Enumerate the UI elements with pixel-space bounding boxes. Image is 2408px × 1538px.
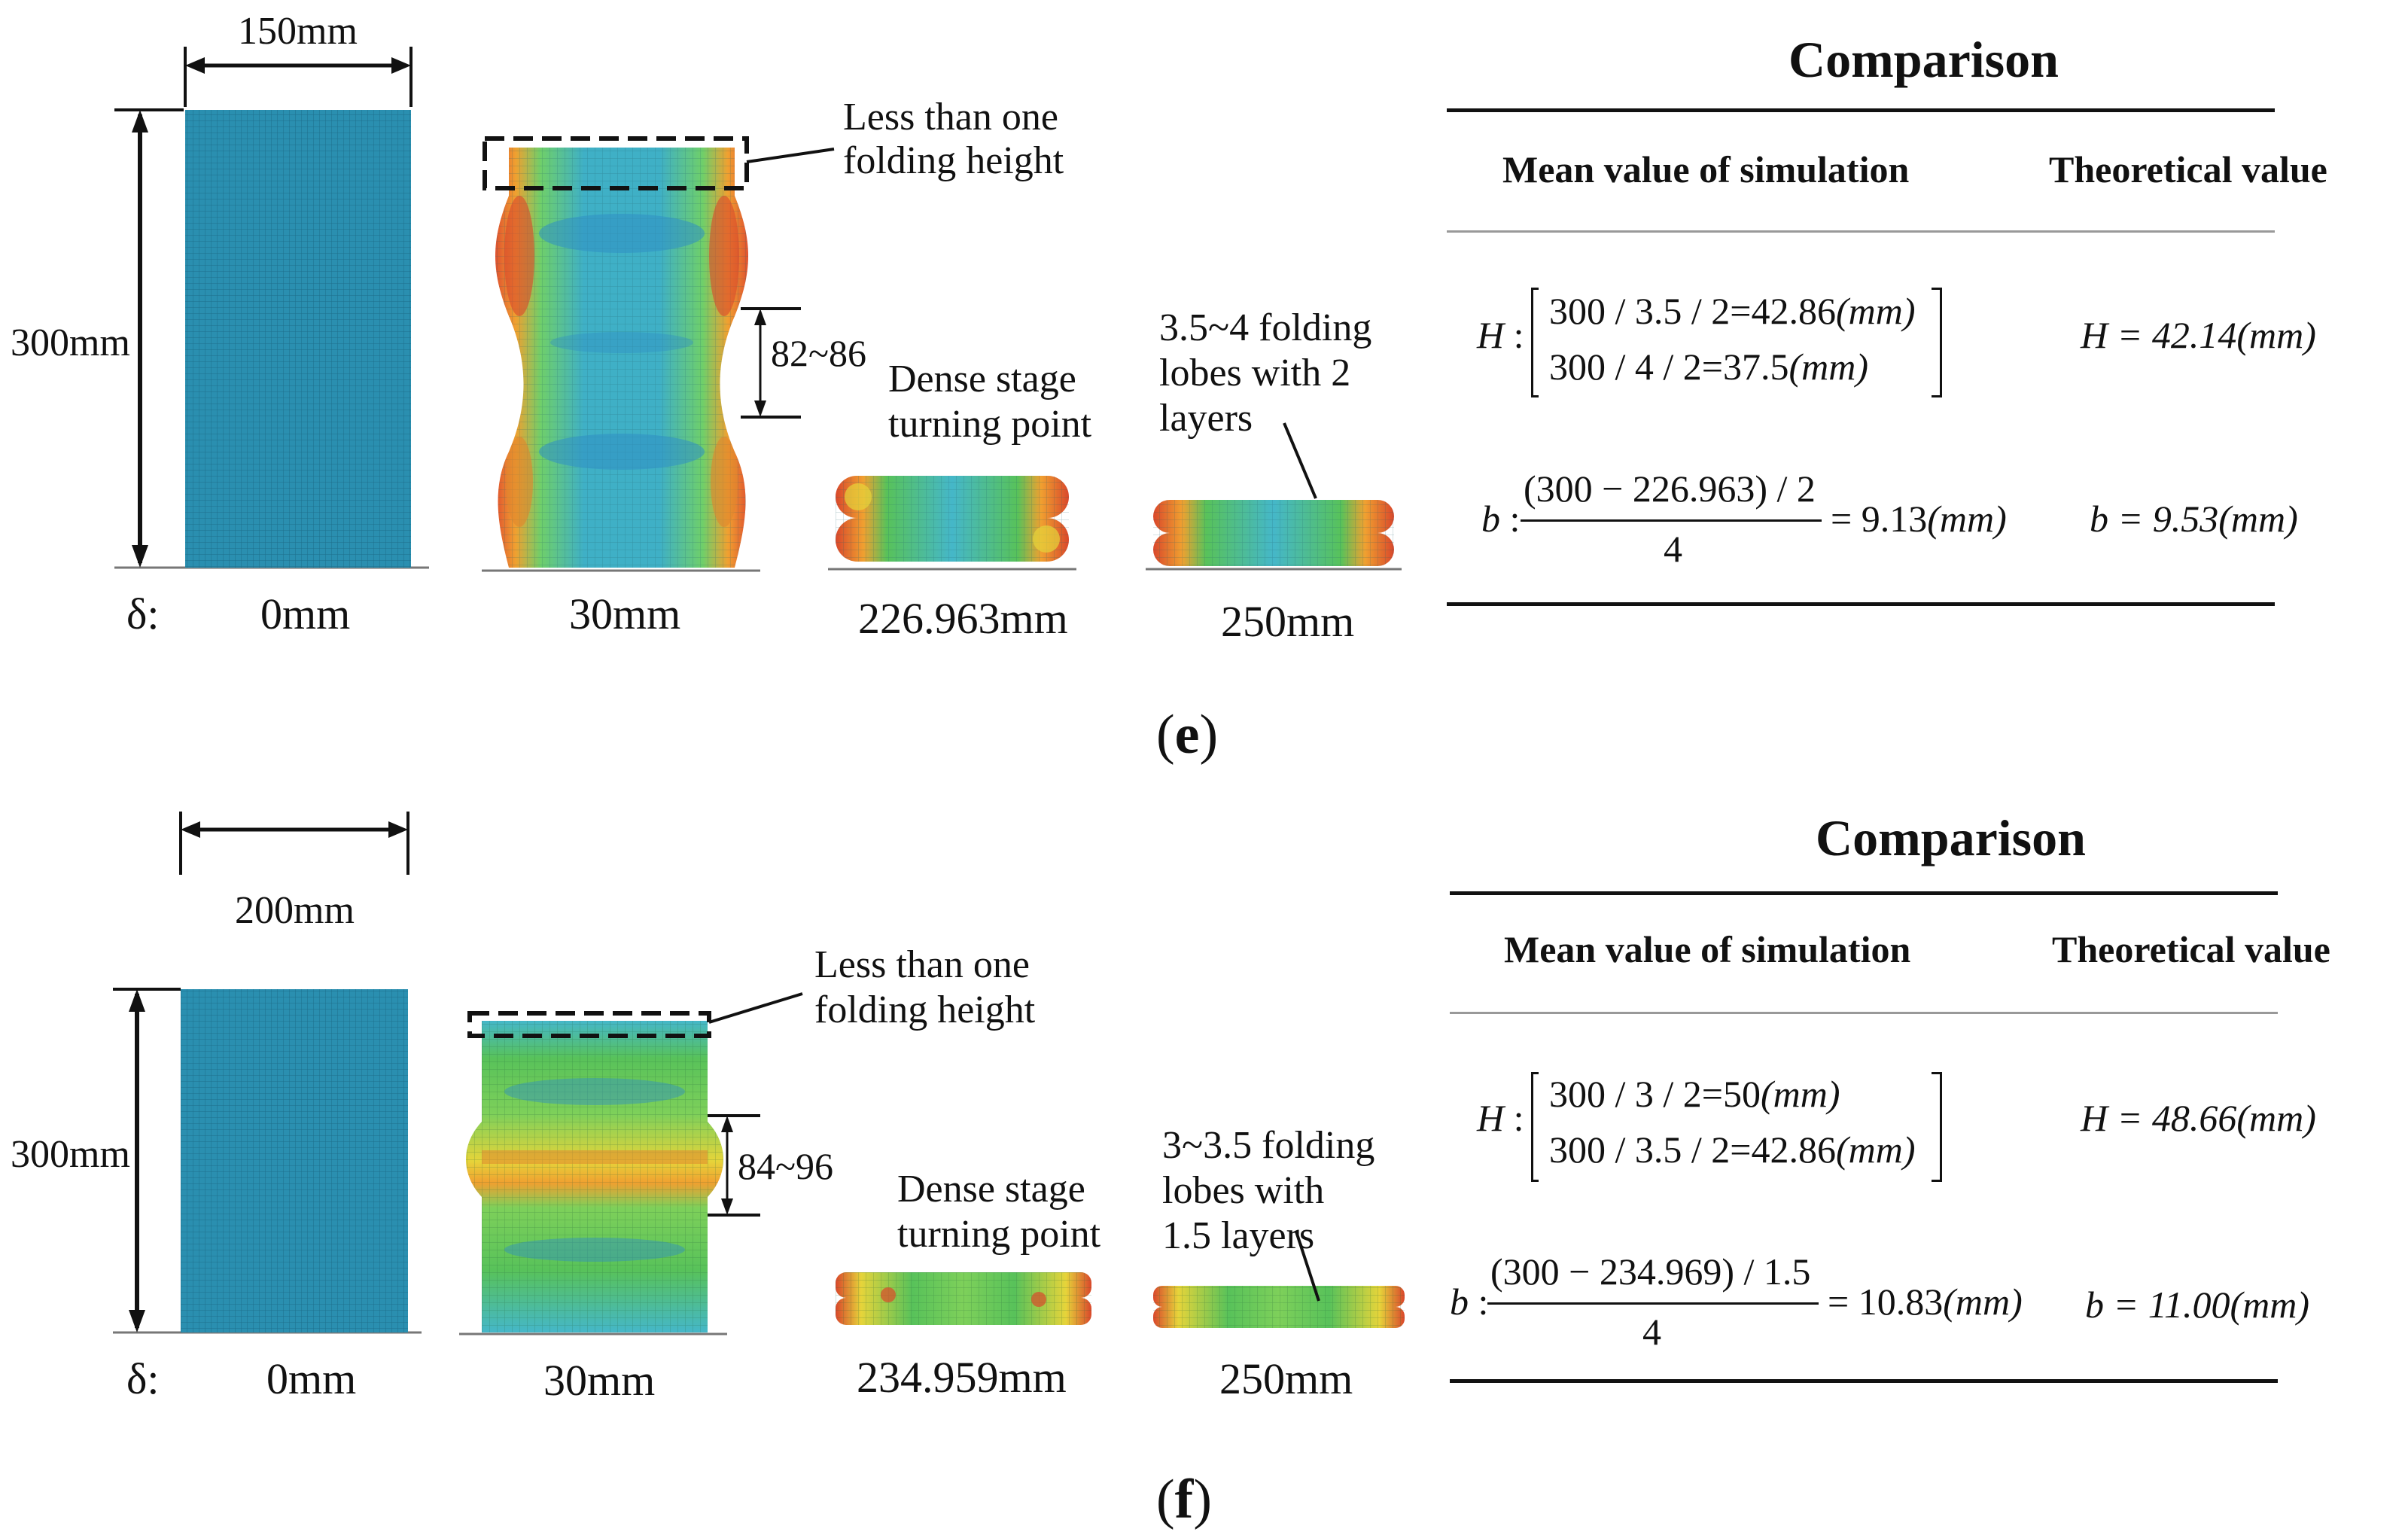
tube-stage-dense <box>828 476 1076 571</box>
stage-label-1: 30mm <box>543 1356 656 1405</box>
height-label: 300mm <box>11 321 130 364</box>
width-label: 150mm <box>238 10 358 53</box>
width-dimension <box>184 47 412 107</box>
fold-range-label: 82~86 <box>771 332 867 374</box>
b-numerator: (300 − 234.969) / 1.5 <box>1490 1250 1811 1293</box>
annotation-top-line2: folding height <box>843 139 1064 182</box>
fold-range-bracket <box>708 1114 760 1217</box>
tube-stage-250 <box>1146 422 1402 571</box>
col-header-simulation: Mean value of simulation <box>1502 148 1910 190</box>
h-formula: H : <box>1477 314 1524 356</box>
table-title: Comparison <box>1788 31 2059 88</box>
table-bottom-rule <box>1450 1379 2278 1383</box>
b-theoretical: b = 9.53(mm) <box>2090 498 2298 540</box>
b-formula: b : <box>1481 498 1521 540</box>
dashed-box-top <box>483 136 749 190</box>
delta-label: δ: <box>126 1354 160 1403</box>
lobes-label-line3: layers <box>1159 397 1253 440</box>
fold-range-label: 84~96 <box>738 1145 834 1187</box>
panel-label-e: (e) <box>1156 704 1219 766</box>
tube-stage-0 <box>185 110 411 568</box>
annotation-top-line2: folding height <box>814 988 1036 1031</box>
lobes-label-line2: lobes with <box>1162 1169 1325 1212</box>
h-theoretical: H = 48.66(mm) <box>2081 1097 2316 1139</box>
dense-label-line2: turning point <box>897 1213 1101 1256</box>
panel-f: 200mm 300mm Less than one folding height… <box>0 768 2408 1536</box>
h-formula: H : <box>1477 1097 1524 1139</box>
figure-e <box>114 47 1402 572</box>
table-title: Comparison <box>1816 809 2086 866</box>
tube-stage-250 <box>1153 1231 1405 1328</box>
tube-stage-30 <box>495 148 748 568</box>
h-sim-line1: 300 / 3 / 2=50(mm) <box>1549 1073 1840 1115</box>
width-label: 200mm <box>235 889 355 932</box>
h-sim-line2: 300 / 3.5 / 2=42.86(mm) <box>1549 1128 1916 1171</box>
lobes-label-line1: 3.5~4 folding <box>1159 306 1372 349</box>
b-fraction-line <box>1487 1302 1819 1305</box>
h-theoretical: H = 42.14(mm) <box>2081 314 2316 356</box>
stage-label-2: 226.963mm <box>858 594 1068 643</box>
table-bottom-rule <box>1447 602 2275 606</box>
table-top-rule <box>1450 891 2278 895</box>
b-denominator: 4 <box>1664 528 1682 570</box>
tube-stage-30 <box>466 1021 723 1332</box>
lobes-label-line2: lobes with 2 <box>1159 352 1351 394</box>
stage-label-0: 0mm <box>260 589 351 638</box>
annotation-top-line1: Less than one <box>843 96 1058 139</box>
width-dimension <box>179 812 409 875</box>
h-sim-line1: 300 / 3.5 / 2=42.86(mm) <box>1549 290 1916 332</box>
stage-label-3: 250mm <box>1221 597 1355 646</box>
table-mid-rule <box>1447 230 2275 233</box>
table-top-rule <box>1447 108 2275 112</box>
b-formula: b : <box>1450 1281 1489 1323</box>
delta-label: δ: <box>126 589 160 638</box>
lobes-label-line1: 3~3.5 folding <box>1162 1124 1375 1167</box>
tube-stage-0 <box>181 989 408 1332</box>
b-theoretical: b = 11.00(mm) <box>2085 1284 2310 1326</box>
panel-label-f: (f) <box>1156 1469 1212 1530</box>
dense-label-line2: turning point <box>888 403 1092 446</box>
b-numerator: (300 − 226.963) / 2 <box>1524 467 1816 510</box>
stage-label-2: 234.959mm <box>857 1353 1067 1402</box>
panel-e: 150mm 300mm Less than one folding height… <box>0 0 2408 768</box>
dense-label-line1: Dense stage <box>897 1168 1085 1211</box>
fold-range-bracket <box>741 307 801 419</box>
table-mid-rule <box>1450 1012 2278 1014</box>
dense-label-line1: Dense stage <box>888 358 1076 400</box>
stage-label-3: 250mm <box>1219 1354 1353 1403</box>
stage-label-1: 30mm <box>569 589 681 638</box>
height-label: 300mm <box>11 1133 130 1176</box>
h-variable: H <box>1477 314 1505 356</box>
b-denominator: 4 <box>1642 1311 1661 1353</box>
col-header-theoretical: Theoretical value <box>2052 928 2330 970</box>
figure-f <box>113 812 1405 1335</box>
stage-label-0: 0mm <box>266 1354 357 1403</box>
h-sim-line2: 300 / 4 / 2=37.5(mm) <box>1549 346 1869 388</box>
lobes-label-line3: 1.5 layers <box>1162 1214 1315 1257</box>
tube-stage-dense <box>836 1272 1091 1325</box>
annotation-top-line1: Less than one <box>814 943 1030 986</box>
b-result: = 9.13(mm) <box>1831 498 2007 540</box>
col-header-simulation: Mean value of simulation <box>1504 928 1911 970</box>
dashed-box-top <box>467 1011 711 1038</box>
b-fraction-line <box>1521 519 1822 522</box>
b-result: = 10.83(mm) <box>1828 1281 2023 1323</box>
col-header-theoretical: Theoretical value <box>2049 148 2327 190</box>
